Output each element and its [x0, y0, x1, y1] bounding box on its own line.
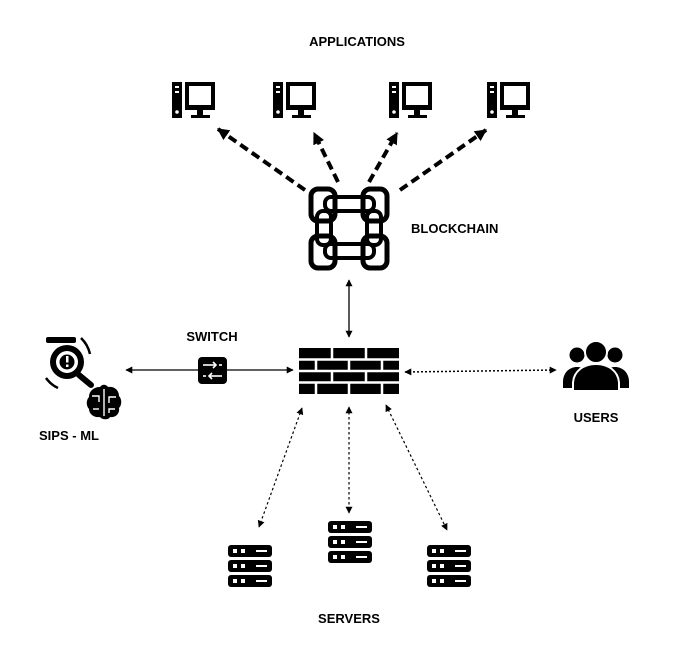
- blockchain-to-applications-arrows: [216, 127, 488, 192]
- switch-icon: [198, 357, 227, 384]
- switch-label: SWITCH: [186, 329, 237, 344]
- firewall-server-3-link: [385, 404, 448, 531]
- blockchain-chain-icon: [308, 186, 390, 271]
- application-computer-4-icon: [487, 82, 530, 118]
- applications-label: APPLICATIONS: [309, 34, 405, 49]
- servers-label: SERVERS: [318, 611, 380, 626]
- server-3-icon: [427, 545, 471, 587]
- sips-ml-label: SIPS - ML: [39, 428, 99, 443]
- users-group-icon: [563, 340, 629, 392]
- server-2-icon: [328, 521, 372, 563]
- arrow-to-app-2: [312, 131, 340, 183]
- sips-ml-brain-icon: [86, 384, 122, 420]
- firewall-servers-links: [257, 404, 448, 531]
- server-1-icon: [228, 545, 272, 587]
- sips-ml-magnifier-alert-icon: [44, 337, 94, 390]
- application-computer-1-icon: [172, 82, 215, 118]
- blockchain-label: BLOCKCHAIN: [411, 221, 498, 236]
- firewall-server-1-link: [257, 407, 304, 528]
- arrow-to-app-1: [216, 127, 307, 192]
- arrow-to-app-4: [398, 128, 488, 192]
- firewall-users-link: [404, 366, 557, 376]
- users-label: USERS: [574, 410, 619, 425]
- application-computer-3-icon: [389, 82, 432, 118]
- arrow-to-app-3: [367, 131, 399, 183]
- application-computer-2-icon: [273, 82, 316, 118]
- firewall-icon: [299, 348, 399, 394]
